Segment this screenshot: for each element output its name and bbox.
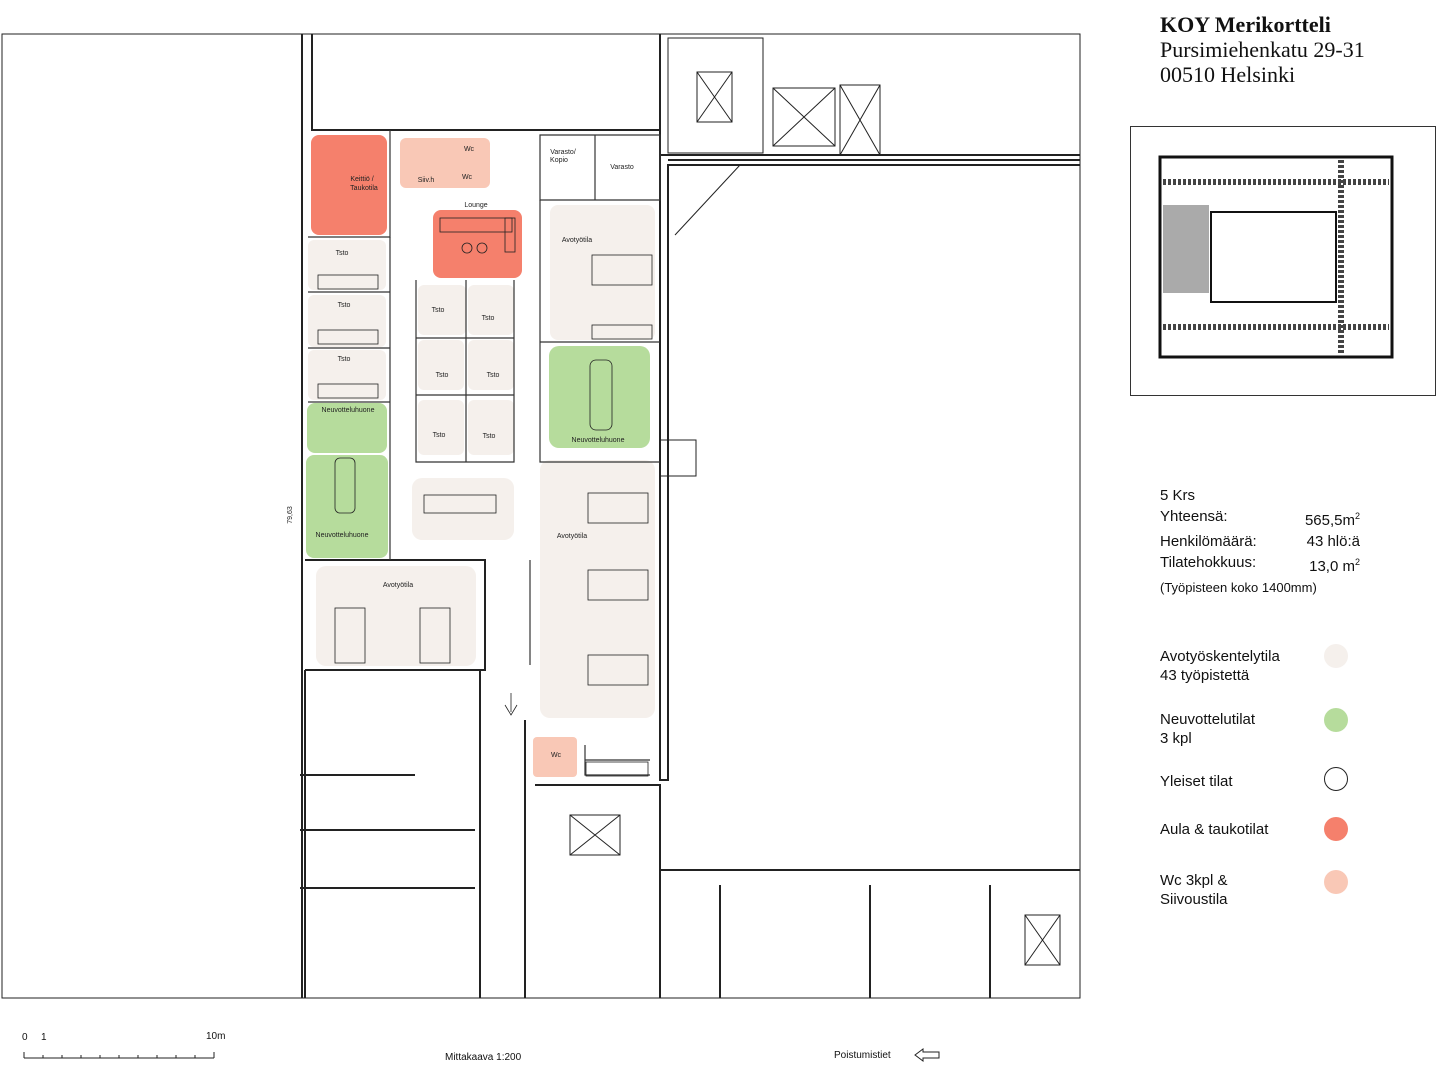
legend-wc: Wc 3kpl &Siivoustila	[1160, 872, 1228, 908]
room-label: Siiv.h	[418, 177, 435, 184]
open-zone	[550, 205, 655, 340]
floor-plan: Keittiö / Taukotila Siiv.h Wc Wc Varasto…	[1, 33, 1081, 999]
legend-swatch	[1324, 817, 1348, 841]
room-label: Avotyötila	[383, 582, 413, 589]
building-street: Pursimiehenkatu 29-31	[1160, 37, 1365, 62]
efficiency-value: 13,0 m2	[1309, 557, 1360, 575]
room-label: Varasto/	[550, 149, 576, 156]
wc-zone	[400, 138, 490, 188]
office-zone	[418, 400, 464, 455]
room-label: Neuvotteluhuone	[316, 532, 369, 539]
scale-10: 10m	[206, 1031, 226, 1042]
room-label: Tsto	[436, 372, 449, 379]
open-zone	[540, 460, 655, 718]
room-label: Varasto	[610, 164, 634, 171]
room-label: Avotyötila	[557, 533, 587, 540]
legend-swatch	[1324, 644, 1348, 668]
room-label: Tsto	[483, 433, 496, 440]
room-label: Taukotila	[350, 185, 378, 192]
legend-lobby: Aula & taukotilat	[1160, 821, 1269, 838]
stairwells	[569, 37, 1061, 966]
office-zone	[468, 285, 514, 335]
room-label: Tsto	[338, 356, 351, 363]
room-label: Tsto	[338, 302, 351, 309]
dimension-label: 79,63	[287, 506, 294, 524]
kitchen-zone	[311, 135, 387, 235]
office-zone	[418, 340, 464, 390]
efficiency-label: Tilatehokkuus:	[1160, 554, 1257, 571]
room-label: Wc	[464, 146, 475, 153]
people-value: 43 hlö:ä	[1306, 533, 1360, 550]
room-label: Lounge	[464, 202, 487, 209]
legend-swatch	[1324, 708, 1348, 732]
meeting-zone	[306, 455, 388, 558]
office-zone	[308, 240, 386, 290]
room-label: Tsto	[336, 250, 349, 257]
furniture	[317, 217, 653, 777]
key-plan	[1130, 126, 1436, 396]
room-label: Tsto	[432, 307, 445, 314]
total-value: 565,5m2	[1304, 511, 1360, 529]
room-label: Keittiö /	[350, 176, 373, 183]
legend-swatch	[1324, 767, 1348, 791]
scale-label: Mittakaava 1:200	[445, 1052, 522, 1063]
meeting-zone	[307, 403, 387, 453]
scale-bar	[23, 1052, 215, 1059]
lounge-zone	[433, 210, 522, 278]
room-label: Tsto	[482, 315, 495, 322]
room-label: Neuvotteluhuone	[322, 407, 375, 414]
building-name: KOY Merikortteli	[1160, 12, 1331, 37]
room-label: Wc	[551, 752, 562, 759]
floor-stats: 5 Krs Yhteensä: 565,5m2 Henkilömäärä: 43 h…	[1160, 485, 1360, 598]
building-title: KOY Merikortteli Pursimiehenkatu 29-31 0…	[1160, 12, 1365, 87]
room-label: Tsto	[433, 432, 446, 439]
scale-1: 1	[41, 1032, 47, 1043]
room-label: Tsto	[487, 372, 500, 379]
people-label: Henkilömäärä:	[1160, 533, 1257, 550]
exit-label: Poistumistiet	[834, 1050, 891, 1061]
scale-0: 0	[22, 1032, 28, 1043]
legend-common: Yleiset tilat	[1160, 773, 1233, 790]
meeting-zone	[549, 346, 650, 448]
floor-label: 5 Krs	[1160, 487, 1196, 504]
interior-walls	[308, 130, 661, 776]
office-zone	[468, 340, 514, 390]
table-zone	[412, 478, 514, 540]
workstation-note: (Työpisteen koko 1400mm)	[1160, 580, 1317, 595]
office-zone	[308, 295, 386, 347]
room-label: Neuvotteluhuone	[572, 437, 625, 444]
key-plan-drawing	[1158, 155, 1394, 359]
open-zone	[316, 566, 476, 666]
building-walls	[300, 34, 1080, 998]
legend-swatch	[1324, 870, 1348, 894]
room-label: Kopio	[550, 157, 568, 164]
office-zone	[468, 400, 514, 455]
building-city: 00510 Helsinki	[1160, 62, 1296, 87]
zones	[306, 135, 655, 777]
total-label: Yhteensä:	[1160, 508, 1228, 525]
office-zone	[308, 350, 386, 400]
room-label: Avotyötila	[562, 237, 592, 244]
exit-arrow-icon	[914, 1048, 940, 1062]
room-label: Wc	[462, 174, 473, 181]
office-zone	[418, 285, 466, 335]
wc-zone	[533, 737, 577, 777]
